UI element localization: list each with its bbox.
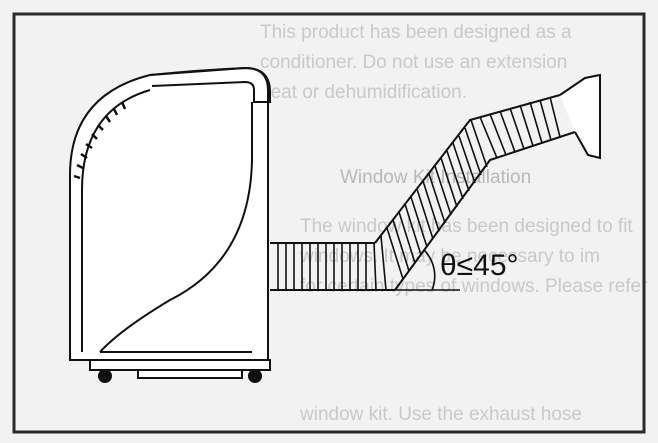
unit-base [89, 359, 271, 371]
unit-top-cap [149, 66, 271, 103]
bleed-line-2: conditioner. Do not use an extension [260, 52, 567, 73]
angle-arc [423, 249, 436, 291]
unit-vent-grille [73, 101, 127, 180]
unit-body [69, 66, 269, 361]
bleed-para-3: for certain types of windows. Please ref… [300, 276, 648, 297]
bleed-heading: Window Kit Installation [340, 167, 531, 188]
unit-base-plate [137, 369, 243, 379]
bleed-line-3: heat or dehumidification. [260, 82, 467, 103]
bleed-footer: window kit. Use the exhaust hose [299, 404, 582, 425]
bleed-line-1: This product has been designed as a [260, 22, 572, 43]
angle-label: θ≤45° [440, 249, 519, 282]
rear-wheel [248, 369, 262, 383]
window-adapter [559, 73, 601, 160]
figure-frame [12, 12, 646, 434]
front-wheel [98, 369, 112, 383]
exhaust-hose [270, 73, 601, 291]
unit-front-panel-curve [99, 102, 253, 353]
unit-front-edge [81, 89, 151, 352]
bleed-through-text: This product has been designed as a cond… [260, 22, 648, 425]
angle-annotation [395, 249, 460, 291]
bleed-para-1: The window kit has been designed to fit [300, 216, 633, 237]
hose-ribs-diagonal [386, 119, 488, 280]
air-conditioner-unit [69, 66, 271, 383]
hose-ribs-top [479, 96, 561, 159]
hose-ribs-horizontal [277, 235, 387, 291]
